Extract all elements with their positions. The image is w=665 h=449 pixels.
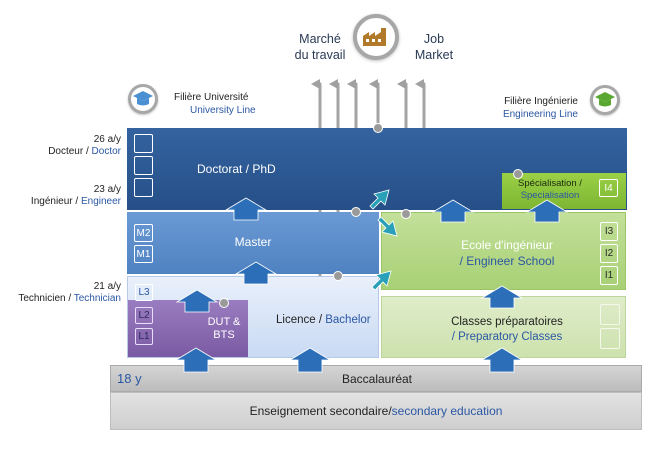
prepa-level-2 [600,304,620,325]
prepa-en: / Preparatory Classes [451,331,563,343]
market-fr-line1: Marché [299,32,341,46]
age-label-technician: 21 a/y Technicien / Technician [0,281,121,305]
secondary-en: secondary education [391,404,503,418]
engineer-school-fr: Ecole d'ingénieur [461,238,553,252]
market-en-line2: Market [414,48,454,62]
master-level-m2: M2 [134,224,153,242]
engineer-level-i3: I3 [600,222,618,241]
engineering-en: Engineering Line [502,109,578,120]
node-dot [373,123,383,133]
age-label-engineer: 23 a/y Ingénieur / Engineer [0,184,121,208]
doctorat-level-3 [134,178,153,197]
master-level-m1: M1 [134,245,153,263]
up-arrow [431,199,475,223]
secondary-fr: Enseignement secondaire [249,404,389,418]
prepa-level-1 [600,328,620,349]
university-fr: Filière Université [174,92,249,103]
up-arrow [288,347,332,373]
engineer-level-i1: I1 [600,266,618,285]
title-engineer: Ingénieur / Engineer [0,196,121,208]
diagonal-arrow [369,189,390,210]
bac-age: 18 y [117,371,142,386]
specialisation-level-i4: I4 [599,179,618,197]
up-arrow [234,261,278,285]
engineer-fr: Ingénieur [30,196,73,207]
doctor-sep: / [83,146,92,157]
licence-label: Licence / Bachelor [276,314,371,326]
diagonal-arrow [371,270,392,291]
doctor-en: Doctor [91,146,121,157]
age-technician: 21 a/y [93,281,121,292]
age-doctor: 26 a/y [93,134,121,145]
up-arrow [174,347,218,373]
engineering-line-label: Filière Ingénierie Engineering Line [486,95,578,121]
engineer-level-i2: I2 [600,244,618,263]
doctorat-label: Doctorat / PhD [197,162,276,176]
master-label: Master [234,235,272,249]
up-arrow [525,199,569,223]
doctorat-level-2 [134,156,153,175]
secondary-sep: / [388,404,392,418]
up-arrow [480,285,524,309]
engineering-icon-badge [590,85,620,115]
age-label-doctor: 26 a/y Docteur / Doctor [0,134,121,158]
secondary-education-block: Enseignement secondaire / secondary educ… [110,392,642,430]
title-doctor: Docteur / Doctor [0,146,121,158]
prepa-block: Classes préparatoires / Preparatory Clas… [381,296,626,358]
engineer-sep: / [72,196,81,207]
dut-line1: DUT & [207,316,241,328]
graduation-cap-icon [595,92,615,107]
prepa-fr: Classes préparatoires [451,316,563,328]
title-technician: Technicien / Technician [0,293,121,305]
licence-level-l3: L3 [135,284,153,301]
node-dot [219,298,229,308]
dut-line2: BTS [213,329,235,341]
bac-label: Baccalauréat [341,372,413,386]
doctor-fr: Docteur [48,146,84,157]
doctorat-level-1 [134,134,153,153]
university-line-label: Filière Université University Line [174,91,256,117]
prepa-label: Classes préparatoires / Preparatory Clas… [412,315,602,345]
up-arrow [224,197,268,221]
graduation-cap-icon [133,91,153,106]
engineer-school-en: / Engineer School [459,254,555,268]
university-icon-badge [128,84,158,114]
specialisation-label: Spécialisation / Specialisation [506,178,594,202]
factory-icon [363,28,386,46]
up-arrow [480,347,524,373]
licence-level-l2: L2 [135,307,153,324]
engineering-fr: Filière Ingénierie [504,96,578,107]
technician-en: Technician [73,293,121,304]
market-fr-label: Marché du travail [288,31,352,63]
up-arrow [175,289,219,313]
market-icon-badge [353,14,399,60]
market-en-line1: Job [423,32,445,46]
licence-en: Bachelor [325,314,371,326]
engineer-school-label: Ecole d'ingénieur / Engineer School [422,237,592,269]
specialisation-en: Specialisation [520,190,580,201]
node-dot [513,169,523,179]
age-engineer: 23 a/y [93,184,121,195]
technician-fr: Technicien [18,293,66,304]
dut-label: DUT & BTS [201,316,247,342]
specialisation-fr: Spécialisation / [518,178,582,189]
market-fr-line2: du travail [294,48,346,62]
diagonal-arrow [377,216,398,237]
node-dot [333,271,343,281]
market-en-label: Job Market [406,31,462,63]
node-dot [351,207,361,217]
node-dot [401,209,411,219]
licence-fr: Licence [276,314,316,326]
university-en: University Line [190,105,256,116]
engineer-school-block: Ecole d'ingénieur / Engineer School [381,212,626,290]
technician-sep: / [65,293,74,304]
licence-sep: / [315,314,326,326]
engineer-en: Engineer [80,196,121,207]
licence-level-l1: L1 [135,328,153,345]
